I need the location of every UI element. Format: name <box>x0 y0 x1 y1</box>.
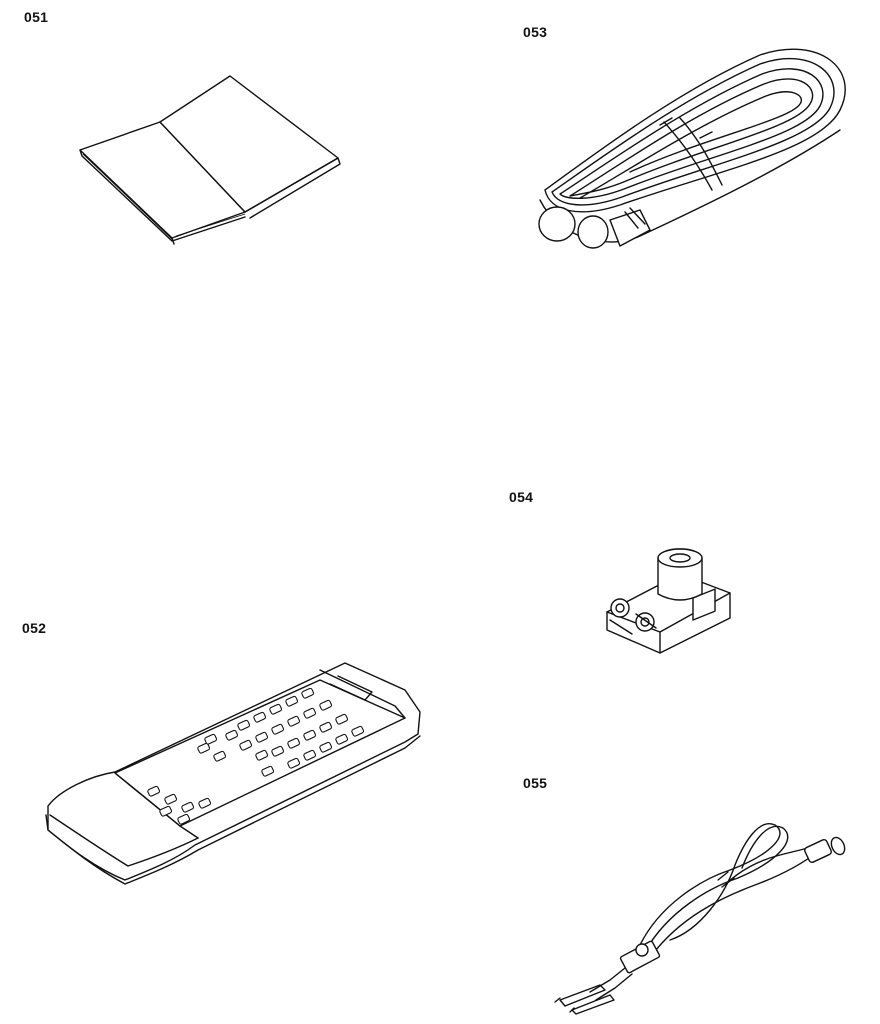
antenna-adapter-icon <box>606 548 731 654</box>
speaker-cable-coil-icon <box>538 48 846 249</box>
remote-buttons <box>147 687 365 825</box>
booklet-icon <box>79 75 341 245</box>
part-label-053: 053 <box>523 24 548 40</box>
fm-antenna-wire-icon <box>554 823 846 1015</box>
part-label-054: 054 <box>509 489 534 505</box>
part-label-052: 052 <box>22 620 47 636</box>
remote-control-icon <box>45 662 421 885</box>
part-label-051: 051 <box>24 9 49 25</box>
part-label-055: 055 <box>523 775 548 791</box>
